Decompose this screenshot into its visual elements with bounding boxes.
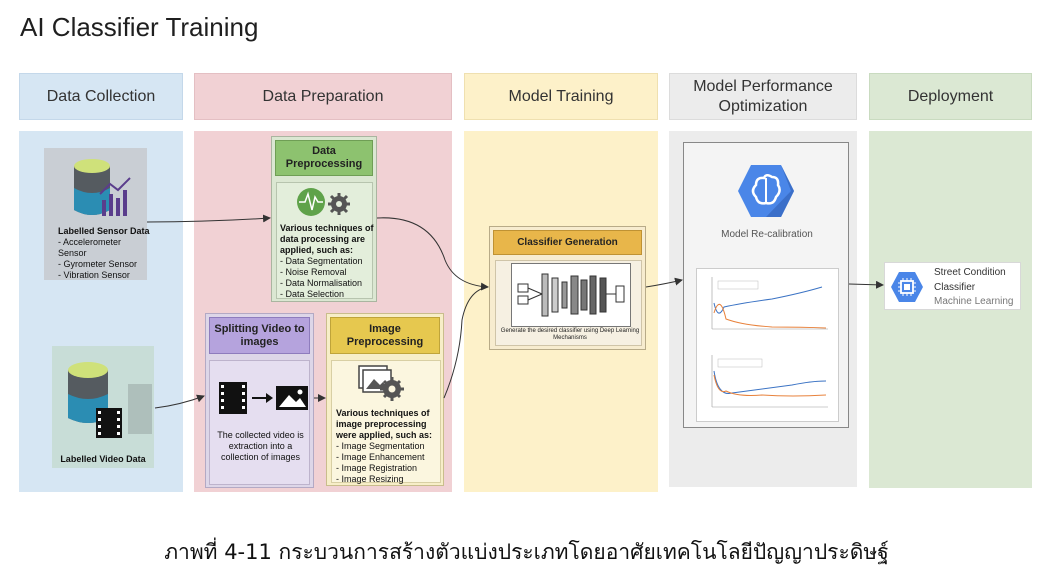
- header-label: Data Collection: [46, 87, 156, 105]
- video-title: Labelled Video Data: [60, 454, 146, 464]
- splitting-video-card: Splitting Video to images The collected …: [205, 313, 314, 488]
- preprocessing-item: - Noise Removal: [280, 267, 347, 277]
- preprocessing-item: - Data Selection: [280, 289, 345, 299]
- image-preprocessing-title: Image Preprocessing: [330, 317, 440, 354]
- signal-gear-icon: [297, 188, 350, 216]
- video-to-image-icon: [219, 382, 308, 414]
- header-label: Data Preparation: [262, 87, 384, 105]
- deployment-name: Street Condition Classifier: [934, 267, 1006, 293]
- header-label: Model Training: [508, 87, 614, 105]
- figure-caption: ภาพที่ 4-11 กระบวนการสร้างตัวแบ่งประเภทโ…: [164, 540, 889, 564]
- deployment-card: Street Condition Classifier Machine Lear…: [884, 262, 1021, 310]
- image-preprocessing-desc: Various techniques of image preprocessin…: [336, 408, 433, 440]
- header-deployment: Deployment: [869, 73, 1032, 120]
- classifier-title: Classifier Generation: [493, 230, 642, 255]
- header-label: Model Performance Optimization: [693, 77, 833, 115]
- data-preprocessing-desc: Various techniques of data processing ar…: [280, 223, 374, 255]
- splitting-desc: The collected video is extraction into a…: [217, 430, 304, 462]
- video-data-card: Labelled Video Data: [52, 346, 154, 468]
- training-chart-1: [711, 277, 828, 330]
- model-optimization-card: Model Re-calibration: [683, 142, 849, 428]
- preprocessing-item: - Data Segmentation: [280, 256, 363, 266]
- header-data-preparation: Data Preparation: [194, 73, 452, 120]
- classifier-desc: Generate the desired classifier using De…: [500, 328, 640, 341]
- deployment-sub: Machine Learning: [934, 296, 1014, 307]
- image-preprocessing-item: - Image Registration: [336, 463, 418, 473]
- neural-network-diagram: [511, 263, 631, 327]
- preprocessing-item: - Data Normalisation: [280, 278, 363, 288]
- header-data-collection: Data Collection: [19, 73, 183, 120]
- ml-chip-icon: [891, 272, 923, 302]
- sensor-data-card: Labelled Sensor Data - Accelerometer Sen…: [44, 148, 150, 280]
- image-preprocessing-card: Image Preprocessing Various techniques o…: [326, 313, 444, 486]
- sensor-item: - Gyrometer Sensor: [58, 259, 138, 269]
- sensor-title: Labelled Sensor Data: [58, 226, 150, 236]
- database-video-icon: [68, 362, 152, 438]
- training-chart-2: [711, 355, 828, 408]
- data-preprocessing-title: Data Preprocessing: [275, 140, 373, 176]
- classifier-generation-card: Classifier Generation Generate the desir…: [489, 226, 646, 350]
- splitting-title: Splitting Video to images: [209, 317, 310, 354]
- data-preprocessing-card: Data Preprocessing Various techniques of…: [271, 136, 377, 302]
- image-preprocessing-item: - Image Enhancement: [336, 452, 425, 462]
- ai-brain-hexagon-icon: [738, 165, 794, 217]
- sensor-item: - Vibration Sensor: [58, 270, 130, 280]
- header-label: Deployment: [907, 87, 994, 105]
- header-model-training: Model Training: [464, 73, 658, 120]
- image-gear-icon: [358, 365, 404, 401]
- sensor-item: - Accelerometer Sensor: [58, 237, 122, 258]
- database-chart-icon: [74, 159, 131, 216]
- page-title: AI Classifier Training: [20, 12, 259, 42]
- header-model-optimization: Model Performance Optimization: [669, 73, 857, 120]
- image-preprocessing-item: - Image Resizing: [336, 474, 404, 484]
- recalibration-label: Model Re-calibration: [721, 229, 813, 240]
- image-preprocessing-item: - Image Segmentation: [336, 441, 425, 451]
